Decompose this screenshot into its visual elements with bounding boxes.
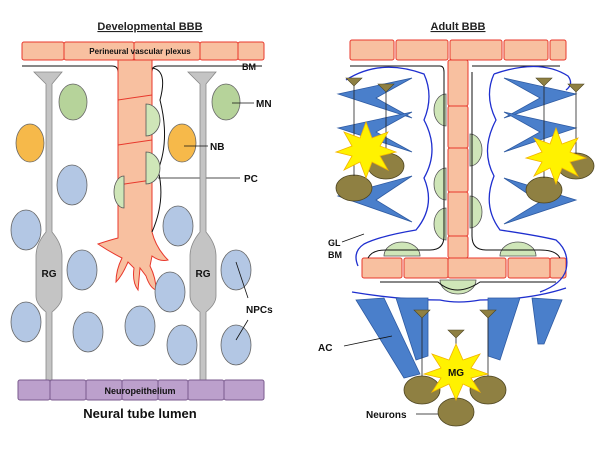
pericyte	[469, 195, 483, 229]
neuroblast	[15, 123, 45, 163]
pericyte	[469, 133, 483, 167]
npcs-pointer-1	[235, 261, 249, 299]
gl-pointer	[341, 233, 365, 243]
astrocyte	[355, 297, 421, 379]
npc	[124, 305, 156, 347]
npcs-pointer-2	[235, 319, 249, 341]
ac-pointer	[343, 335, 393, 347]
lumen-label: Neural tube lumen	[83, 406, 196, 421]
adult-basement-membrane	[350, 65, 561, 291]
astrocyte	[336, 77, 413, 119]
npc	[220, 249, 252, 291]
astrocyte	[503, 77, 578, 119]
mn-label: MN	[256, 99, 272, 110]
mature-neuron	[211, 83, 241, 121]
npcs-label: NPCs	[246, 305, 273, 316]
left-mature-neurons	[58, 83, 241, 121]
pericyte	[145, 103, 161, 137]
plexus-label: Perineural vascular plexus	[89, 47, 191, 56]
pericyte	[433, 167, 447, 201]
left-npcs	[10, 164, 252, 366]
adult-pericytes	[383, 93, 537, 295]
pericyte	[433, 93, 447, 127]
astrocyte	[487, 297, 521, 361]
adult-bbb-panel: Adult BBB	[318, 21, 595, 427]
npc	[56, 164, 88, 206]
adult-microglia	[334, 120, 588, 401]
neuroblast	[167, 123, 197, 163]
astrocyte	[531, 297, 563, 345]
left-title: Developmental BBB	[97, 21, 202, 33]
pericyte	[145, 151, 161, 185]
pericyte	[499, 241, 537, 257]
microglia	[422, 343, 490, 401]
npc	[162, 205, 194, 247]
adult-top-endothelial-row	[349, 39, 567, 61]
astrocyte	[503, 111, 578, 153]
left-bm-label: BM	[242, 62, 256, 72]
neuroepithelium-row	[17, 379, 265, 401]
nb-label: NB	[210, 142, 224, 153]
neuron	[335, 174, 373, 202]
neurons-label: Neurons	[366, 410, 407, 421]
rg-label-left: RG	[42, 269, 57, 280]
left-pericytes	[113, 103, 161, 209]
astrocyte	[336, 111, 413, 153]
adult-glia-limitans	[345, 65, 572, 303]
npc	[10, 301, 42, 343]
microglia	[334, 120, 398, 180]
npc	[154, 271, 186, 313]
npc	[166, 324, 198, 366]
pericyte	[113, 175, 125, 209]
npc	[66, 249, 98, 291]
npc	[220, 324, 252, 366]
synapse-terminals	[345, 77, 585, 339]
mature-neuron	[58, 83, 88, 121]
neuroepithelium-label: Neuropeithelium	[104, 386, 175, 396]
gl-label: GL	[328, 238, 341, 248]
pericyte	[383, 241, 421, 257]
pericyte	[439, 279, 477, 295]
mg-label: MG	[448, 368, 464, 379]
npc	[72, 311, 104, 353]
left-neuroblasts	[15, 123, 197, 163]
npc	[10, 209, 42, 251]
right-bm-label: BM	[328, 250, 342, 260]
adult-bottom-endothelial-row	[361, 257, 567, 279]
pc-label: PC	[244, 174, 258, 185]
adult-vertical-vessel	[447, 59, 469, 259]
microglia	[524, 126, 588, 186]
astrocyte	[336, 175, 413, 223]
top-endothelial-row	[21, 41, 265, 61]
right-title: Adult BBB	[431, 21, 486, 33]
neuron	[437, 397, 475, 427]
rg-label-right: RG	[196, 269, 211, 280]
developmental-bbb-panel: Developmental BBB Perineural vascular pl…	[10, 21, 273, 421]
ac-label: AC	[318, 343, 332, 354]
